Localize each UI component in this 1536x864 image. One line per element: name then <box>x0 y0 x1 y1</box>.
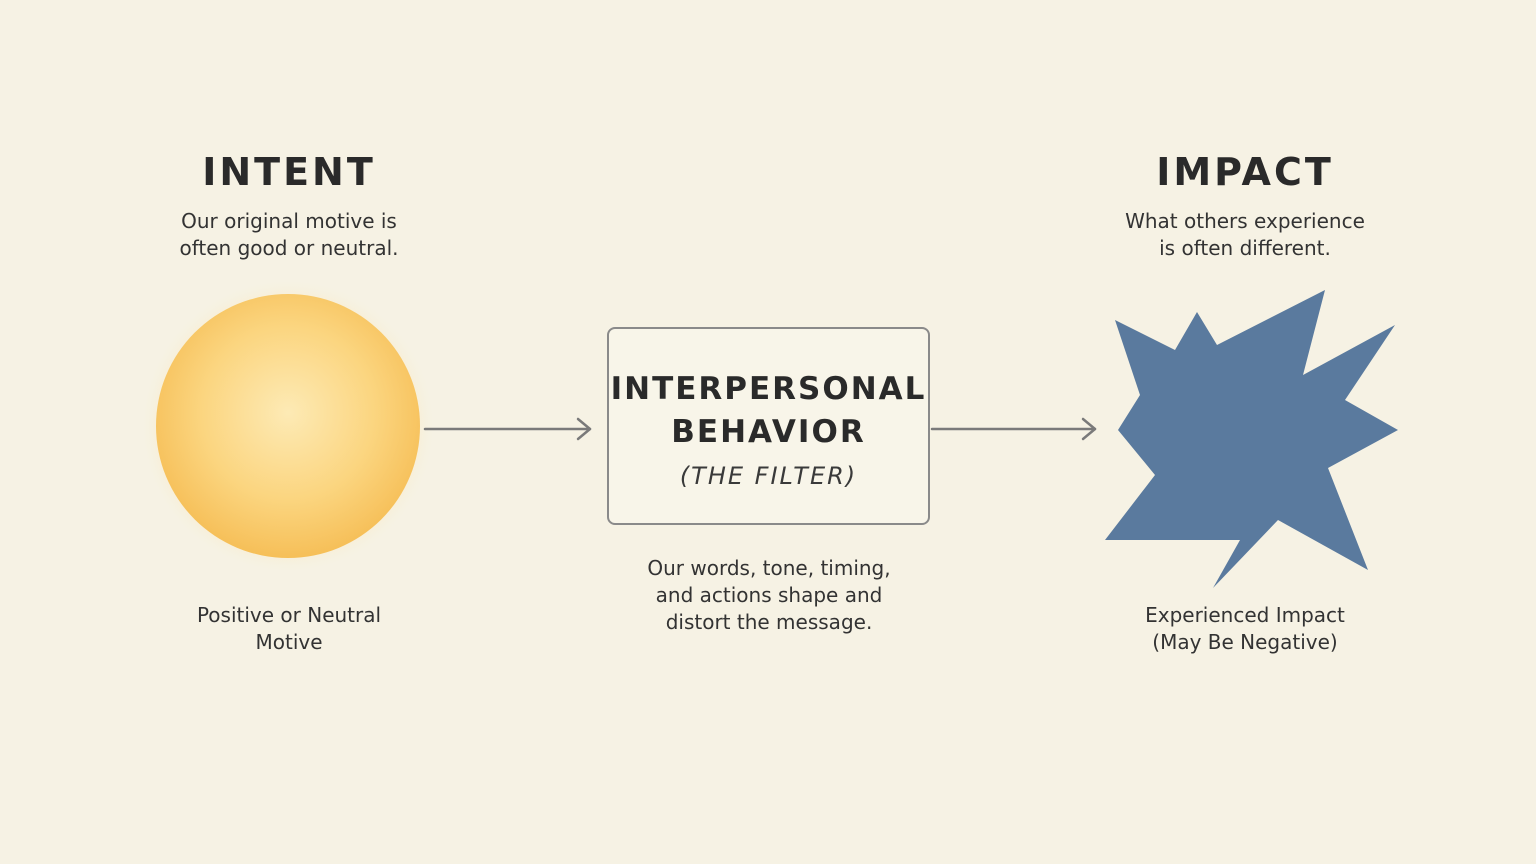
sun-circle-icon <box>156 294 420 558</box>
arrow-right-icon <box>930 417 1097 441</box>
filter-title-line-1: INTERPERSONAL <box>610 371 927 407</box>
arrow-right-icon <box>423 417 592 441</box>
intent-title: INTENT <box>202 150 376 194</box>
filter-title-line-2: BEHAVIOR <box>671 414 866 450</box>
filter-subtitle: (THE FILTER) <box>679 462 858 490</box>
impact-description: What others experience is often differen… <box>1125 209 1365 260</box>
intent-caption: Positive or Neutral Motive <box>196 603 382 654</box>
impact-caption: Experienced Impact (May Be Negative) <box>1145 603 1345 654</box>
filter-box: INTERPERSONAL BEHAVIOR (THE FILTER) <box>607 327 930 525</box>
intent-description: Our original motive is often good or neu… <box>179 209 399 260</box>
starburst-icon <box>1105 290 1398 588</box>
impact-title: IMPACT <box>1156 150 1334 194</box>
filter-caption: Our words, tone, timing, and actions sha… <box>647 556 891 634</box>
